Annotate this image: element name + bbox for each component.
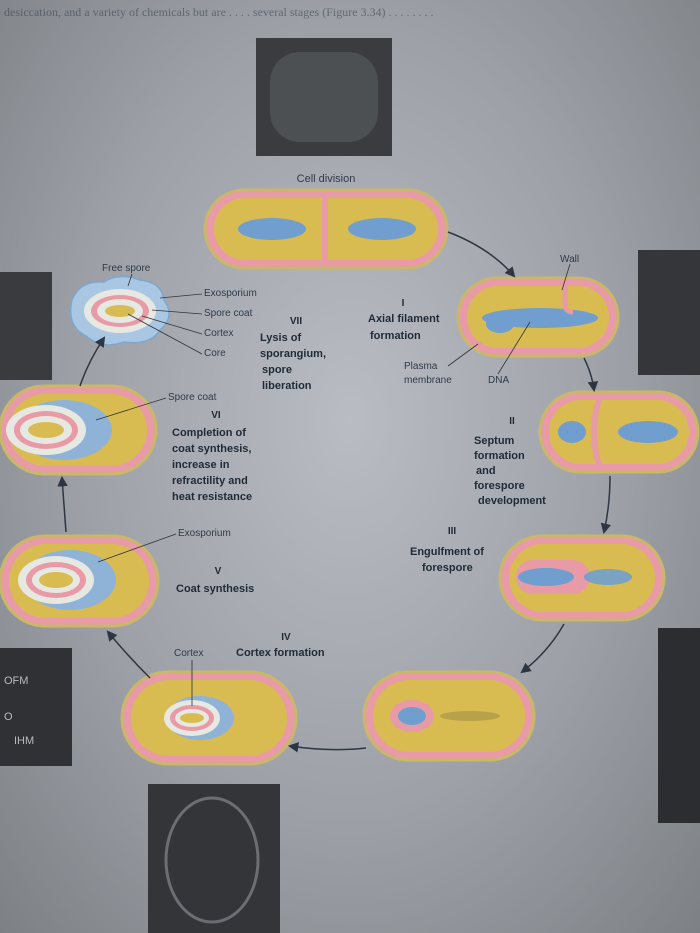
arrow-iv-to-cortex	[287, 742, 367, 753]
cortex-label: Cortex	[204, 328, 233, 339]
stage-ii-number: II	[509, 416, 515, 427]
stage-vi-line1: Completion of	[172, 427, 246, 439]
page-header-text: desiccation, and a variety of chemicals …	[4, 5, 434, 19]
stage-vi-line2: coat synthesis,	[172, 443, 251, 455]
stage-ii-cell	[538, 390, 700, 474]
stage-iv-number: IV	[281, 632, 291, 643]
arrow-i-to-ii	[583, 357, 599, 393]
stage-vi-number: VI	[211, 410, 221, 421]
stage-vi-line3: increase in	[172, 459, 230, 471]
stage-ii-line2: formation	[474, 450, 525, 462]
micrograph-label-ofm: OFM	[4, 675, 28, 687]
plasma-membrane-label-1: Plasma	[404, 361, 438, 372]
exosporium-label: Exosporium	[204, 288, 257, 299]
exosporium-v-label: Exosporium	[178, 528, 231, 539]
micrograph-label-o: O	[4, 711, 13, 723]
stage-iv-early-cell	[362, 670, 536, 762]
cell-division-label: Cell division	[297, 173, 356, 185]
stage-i-number: I	[402, 298, 405, 309]
cycle-arrows	[57, 231, 612, 753]
core-label: Core	[204, 348, 226, 359]
cortex-formation-cell	[120, 670, 298, 766]
cortex-iv-label: Cortex	[174, 648, 203, 659]
cell-division-cell	[203, 188, 449, 270]
stage-vii-line1: Lysis of	[260, 332, 301, 344]
spore-coat-label: Spore coat	[204, 308, 253, 319]
stage-iii-number: III	[448, 526, 457, 537]
stage-vi-line5: heat resistance	[172, 491, 252, 503]
spore-coat-vi-label: Spore coat	[168, 392, 217, 403]
stage-v-cell	[0, 534, 160, 628]
arrow-ii-to-iii	[600, 475, 612, 535]
micrograph-right-lower	[658, 628, 700, 823]
stage-i-cell	[456, 276, 620, 358]
arrow-iii-to-iv	[520, 623, 565, 674]
micrograph-top-texture	[270, 52, 378, 142]
arrow-v-to-vi	[57, 475, 68, 533]
stage-v-number: V	[215, 566, 222, 577]
stage-ii-line3: and	[476, 465, 496, 477]
stage-iv-title: Cortex formation	[236, 647, 325, 659]
arrow-vi-to-vii	[79, 336, 106, 387]
free-spore-label: Free spore	[102, 263, 151, 274]
stage-iii-cell	[498, 534, 666, 622]
stage-iii-line2: forespore	[422, 562, 473, 574]
micrograph-bottom-spore	[164, 796, 260, 924]
stage-v-title: Coat synthesis	[176, 583, 254, 595]
micrograph-right-upper	[638, 250, 700, 375]
arrow-cortex-to-v	[106, 630, 151, 679]
free-spore	[69, 275, 170, 346]
dna-left	[238, 218, 306, 240]
stage-vii-number: VII	[290, 316, 302, 327]
dna-label: DNA	[488, 375, 509, 386]
stage-iii-line1: Engulfment of	[410, 546, 484, 558]
stage-vii-line3: spore	[262, 364, 292, 376]
stage-vii-line4: liberation	[262, 380, 312, 392]
stage-vi-cell	[0, 384, 158, 476]
micrograph-images: OFM O IHM	[0, 38, 700, 933]
dna-right	[348, 218, 416, 240]
stage-ii-line1: Septum	[474, 435, 515, 447]
micrograph-bottom	[148, 784, 280, 933]
stage-vii-line2: sporangium,	[260, 348, 326, 360]
stage-ii-line4: forespore	[474, 480, 525, 492]
wall-label: Wall	[560, 254, 579, 265]
stage-ii-line5: development	[478, 495, 546, 507]
stage-vi-line4: refractility and	[172, 475, 248, 487]
plasma-membrane-label-2: membrane	[404, 375, 452, 386]
stage-i-title2: formation	[370, 330, 421, 342]
micrograph-label-ihm: IHM	[14, 735, 34, 747]
arrow-division-to-i	[447, 231, 516, 278]
micrograph-left-upper	[0, 272, 52, 380]
micrograph-left-lower	[0, 648, 72, 766]
stage-i-title1: Axial filament	[368, 313, 440, 325]
